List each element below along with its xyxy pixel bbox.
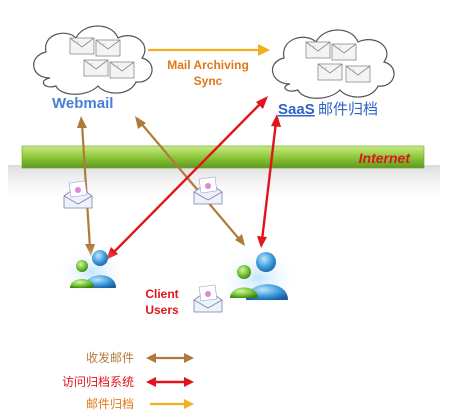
- legend-item-mail-archive: 邮件归档: [86, 397, 194, 411]
- webmail-label: Webmail: [52, 95, 113, 112]
- webmail-cloud-icon: [33, 25, 153, 95]
- open-envelope-icon: [193, 284, 223, 313]
- saas-label-latin: SaaS: [278, 101, 315, 118]
- internet-bar: Internet: [21, 145, 425, 169]
- user-icon-left: [56, 246, 128, 298]
- legend-label: 访问归档系统: [62, 375, 134, 389]
- saas-label-cjk: 邮件归档: [318, 100, 378, 118]
- internet-label: Internet: [359, 150, 412, 166]
- sync-arrow: [148, 44, 270, 56]
- sync-label-line2: Sync: [194, 74, 223, 88]
- legend-item-send-receive: 收发邮件: [86, 350, 194, 365]
- saas-archive-cloud-icon: [272, 29, 395, 99]
- legend: 收发邮件 访问归档系统 邮件归档: [62, 350, 194, 411]
- legend-label: 邮件归档: [86, 397, 134, 411]
- mail-arrow-diagonal: [135, 116, 245, 246]
- access-arrow-right: [257, 114, 281, 248]
- legend-item-access-archive: 访问归档系统: [62, 375, 194, 389]
- saas-label: SaaS 邮件归档: [278, 100, 378, 118]
- sync-label-line1: Mail Archiving: [167, 58, 249, 72]
- legend-label: 收发邮件: [86, 350, 134, 365]
- client-users-line1: Client: [145, 287, 178, 301]
- user-icon-right: [216, 246, 300, 310]
- client-users-line2: Users: [145, 303, 179, 317]
